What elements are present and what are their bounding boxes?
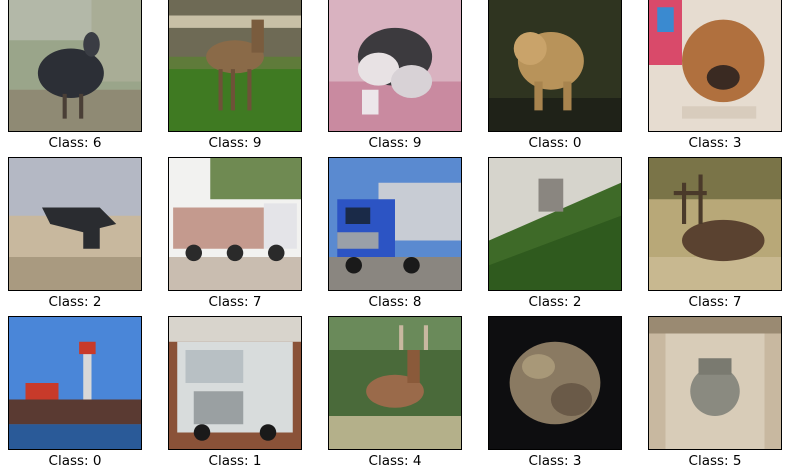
- image-caption: Class: 6: [48, 135, 102, 151]
- image-caption: Class: 0: [528, 135, 582, 151]
- image-caption: Class: 2: [48, 294, 102, 310]
- sample-image: [488, 0, 622, 132]
- sample-image: [648, 316, 782, 450]
- image-caption: Class: 3: [528, 453, 582, 469]
- sample-image: [8, 157, 142, 291]
- image-caption: Class: 3: [688, 135, 742, 151]
- sample-image: [488, 157, 622, 291]
- image-grid: Class: 6 Class: 9: [8, 0, 782, 469]
- sample-image: [168, 316, 302, 450]
- sample-image: [328, 0, 462, 132]
- image-caption: Class: 1: [208, 453, 262, 469]
- image-caption: Class: 7: [208, 294, 262, 310]
- image-caption: Class: 4: [368, 453, 422, 469]
- image-caption: Class: 7: [688, 294, 742, 310]
- sample-image: [648, 0, 782, 132]
- image-caption: Class: 9: [368, 135, 422, 151]
- sample-image: [488, 316, 622, 450]
- sample-image: [168, 157, 302, 291]
- sample-image: [648, 157, 782, 291]
- image-caption: Class: 8: [368, 294, 422, 310]
- sample-image: [168, 0, 302, 132]
- image-caption: Class: 5: [688, 453, 742, 469]
- sample-image: [8, 316, 142, 450]
- image-caption: Class: 0: [48, 453, 102, 469]
- sample-image: [328, 157, 462, 291]
- image-caption: Class: 2: [528, 294, 582, 310]
- image-caption: Class: 9: [208, 135, 262, 151]
- sample-image: [8, 0, 142, 132]
- sample-image: [328, 316, 462, 450]
